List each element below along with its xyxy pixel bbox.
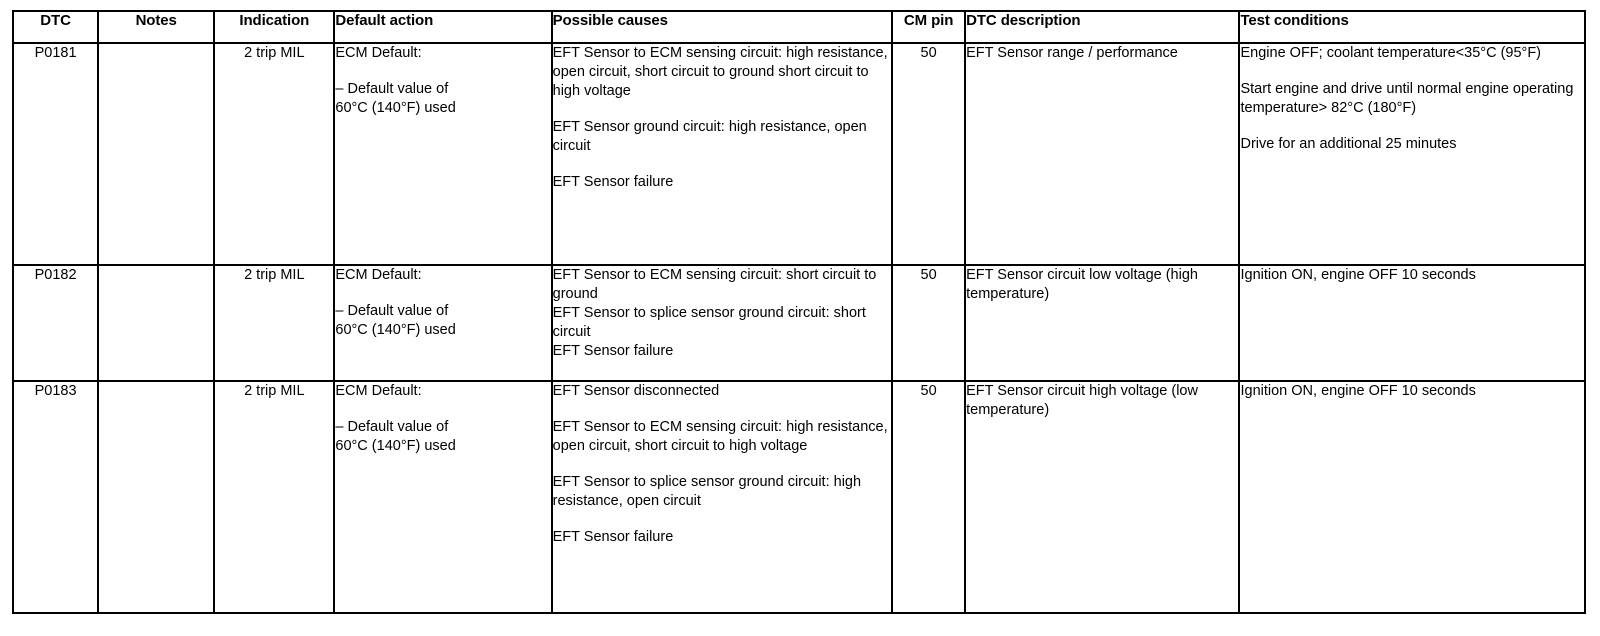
- column-header-cm-pin: CM pin: [891, 10, 967, 44]
- default-action-detail-line-2: 60°C (140°F) used: [335, 322, 456, 338]
- cell-notes: [97, 264, 216, 382]
- default-action-detail-line-1: – Default value of: [335, 419, 449, 435]
- column-header-notes: Notes: [97, 10, 216, 44]
- table-row: P0183 2 trip MIL ECM Default: – Default …: [11, 380, 1586, 614]
- possible-cause-item: EFT Sensor failure: [552, 343, 674, 359]
- default-action-detail-line-1: – Default value of: [335, 81, 449, 97]
- test-condition-item: Start engine and drive until normal engi…: [1240, 81, 1574, 116]
- cell-dtc-description: EFT Sensor range / performance: [964, 42, 1241, 266]
- cell-possible-causes: EFT Sensor to ECM sensing circuit: high …: [550, 42, 894, 266]
- default-action-detail: – Default value of 60°C (140°F) used: [335, 80, 550, 118]
- table-row: P0181 2 trip MIL ECM Default: – Default …: [11, 42, 1586, 266]
- possible-cause-item: EFT Sensor failure: [552, 529, 674, 545]
- dtc-diagnostic-table: DTC Notes Indication Default action Poss…: [11, 10, 1586, 614]
- cell-cm-pin: 50: [891, 264, 967, 382]
- cell-default-action: ECM Default: – Default value of 60°C (14…: [333, 380, 553, 614]
- table-body: P0181 2 trip MIL ECM Default: – Default …: [11, 42, 1586, 614]
- cell-cm-pin: 50: [891, 380, 967, 614]
- cell-test-conditions: Ignition ON, engine OFF 10 seconds: [1238, 380, 1586, 614]
- cell-notes: [97, 42, 216, 266]
- possible-cause-item: EFT Sensor disconnected: [552, 383, 720, 399]
- possible-cause-item: EFT Sensor to ECM sensing circuit: high …: [552, 419, 888, 454]
- default-action-detail-line-2: 60°C (140°F) used: [335, 100, 456, 116]
- default-action-detail-line-1: – Default value of: [335, 303, 449, 319]
- column-header-dtc-description: DTC description: [964, 10, 1241, 44]
- test-condition-item: Drive for an additional 25 minutes: [1240, 136, 1457, 152]
- column-header-possible-causes: Possible causes: [550, 10, 894, 44]
- column-header-test-conditions: Test conditions: [1238, 10, 1586, 44]
- cell-dtc: P0183: [11, 380, 100, 614]
- column-header-indication: Indication: [213, 10, 336, 44]
- cell-indication: 2 trip MIL: [213, 42, 336, 266]
- default-action-heading: ECM Default:: [335, 45, 422, 61]
- cell-indication: 2 trip MIL: [213, 264, 336, 382]
- column-header-dtc: DTC: [11, 10, 100, 44]
- test-condition-item: Engine OFF; coolant temperature<35°C (95…: [1240, 45, 1542, 61]
- table-header-row: DTC Notes Indication Default action Poss…: [11, 10, 1586, 44]
- possible-cause-item: EFT Sensor ground circuit: high resistan…: [552, 119, 867, 154]
- cell-notes: [97, 380, 216, 614]
- cell-dtc: P0181: [11, 42, 100, 266]
- cell-possible-causes: EFT Sensor disconnected EFT Sensor to EC…: [550, 380, 894, 614]
- cell-possible-causes: EFT Sensor to ECM sensing circuit: short…: [550, 264, 894, 382]
- default-action-detail-line-2: 60°C (140°F) used: [335, 438, 456, 454]
- cell-default-action: ECM Default: – Default value of 60°C (14…: [333, 42, 553, 266]
- default-action-detail: – Default value of 60°C (140°F) used: [335, 302, 550, 340]
- possible-cause-item: EFT Sensor failure: [552, 174, 674, 190]
- default-action-heading: ECM Default:: [335, 383, 422, 399]
- cell-cm-pin: 50: [891, 42, 967, 266]
- table-header: DTC Notes Indication Default action Poss…: [11, 10, 1586, 44]
- default-action-detail: – Default value of 60°C (140°F) used: [335, 418, 550, 456]
- cell-test-conditions: Ignition ON, engine OFF 10 seconds: [1238, 264, 1586, 382]
- cell-indication: 2 trip MIL: [213, 380, 336, 614]
- cell-dtc-description: EFT Sensor circuit high voltage (low tem…: [964, 380, 1241, 614]
- cell-default-action: ECM Default: – Default value of 60°C (14…: [333, 264, 553, 382]
- cell-dtc-description: EFT Sensor circuit low voltage (high tem…: [964, 264, 1241, 382]
- possible-cause-item: EFT Sensor to splice sensor ground circu…: [552, 305, 866, 340]
- possible-cause-item: EFT Sensor to ECM sensing circuit: short…: [552, 267, 877, 302]
- possible-cause-item: EFT Sensor to ECM sensing circuit: high …: [552, 45, 888, 99]
- default-action-heading: ECM Default:: [335, 267, 422, 283]
- column-header-default-action: Default action: [333, 10, 553, 44]
- possible-cause-item: EFT Sensor to splice sensor ground circu…: [552, 474, 862, 509]
- cell-dtc: P0182: [11, 264, 100, 382]
- table-row: P0182 2 trip MIL ECM Default: – Default …: [11, 264, 1586, 382]
- cell-test-conditions: Engine OFF; coolant temperature<35°C (95…: [1238, 42, 1586, 266]
